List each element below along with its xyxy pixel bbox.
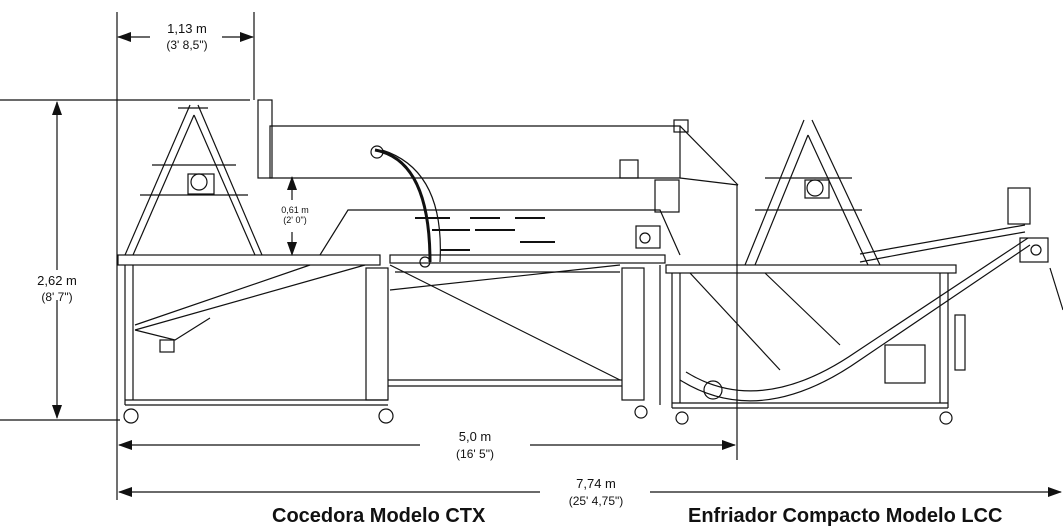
cooker-machine — [117, 99, 739, 424]
cooker-length-imperial: (16' 5") — [456, 447, 494, 461]
chiller-machine — [665, 119, 1063, 425]
height-metric: 2,62 m — [37, 273, 77, 288]
cooker-length-metric: 5,0 m — [459, 429, 492, 444]
height-imperial: (8' 7") — [41, 290, 72, 304]
gap-metric: 0,61 m — [281, 205, 309, 215]
extension-lines — [0, 12, 738, 500]
dimension-arrows — [52, 32, 1062, 497]
total-length-imperial: (25' 4,75") — [569, 494, 624, 508]
top-width-metric: 1,13 m — [167, 21, 207, 36]
cooker-caption: Cocedora Modelo CTX — [272, 505, 486, 527]
chiller-caption: Enfriador Compacto Modelo LCC — [688, 505, 1003, 527]
gap-imperial: (2' 0") — [283, 215, 306, 225]
total-length-metric: 7,74 m — [576, 476, 616, 491]
top-width-imperial: (3' 8,5") — [166, 38, 207, 52]
